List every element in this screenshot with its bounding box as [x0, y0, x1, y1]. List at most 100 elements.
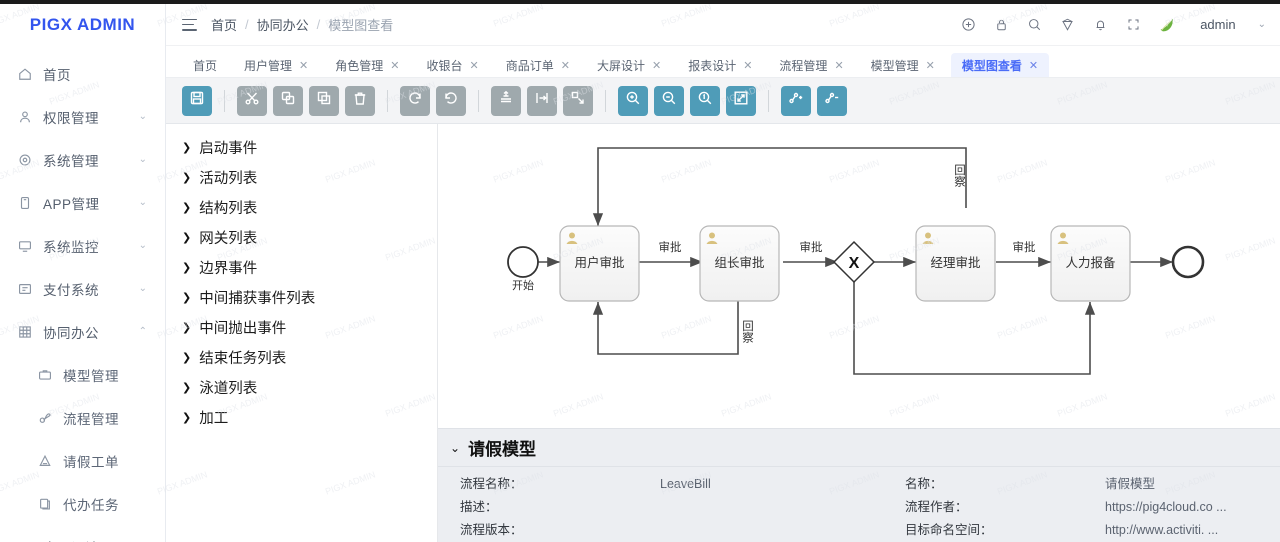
zoom-fit-icon — [733, 90, 749, 111]
tab-9[interactable]: 模型图查看✕ — [950, 53, 1050, 77]
breadcrumb-item-office[interactable]: 协同办公 — [256, 18, 309, 33]
close-icon[interactable]: ✕ — [925, 59, 935, 72]
close-icon[interactable]: ✕ — [743, 59, 753, 72]
tree-item-1[interactable]: ❯活动列表 — [166, 162, 437, 192]
chevron-right-icon[interactable]: ❯ — [182, 261, 192, 274]
tab-7[interactable]: 流程管理✕ — [768, 53, 854, 77]
close-icon[interactable]: ✕ — [834, 59, 844, 72]
redo-button[interactable] — [400, 85, 430, 116]
chevron-right-icon[interactable]: ❯ — [182, 171, 192, 184]
bpmn-diagram[interactable]: 开始 用户审批 组长审批 经理审批 — [438, 130, 1268, 430]
fullscreen-icon[interactable] — [1125, 17, 1141, 33]
zoom-fit-button[interactable] — [726, 85, 756, 116]
delete-button[interactable] — [345, 85, 375, 116]
lock-icon[interactable] — [993, 17, 1009, 33]
chevron-icon[interactable]: ⌄ — [138, 197, 147, 208]
close-icon[interactable]: ✕ — [651, 59, 662, 72]
start-event[interactable] — [507, 246, 539, 278]
close-icon[interactable]: ✕ — [560, 59, 570, 72]
tab-5[interactable]: 大屏设计✕ — [586, 53, 672, 77]
sidebar-item-9[interactable]: 请假工单 — [0, 439, 165, 482]
sidebar-item-6[interactable]: 协同办公⌃ — [0, 310, 165, 353]
tab-4[interactable]: 商品订单✕ — [495, 53, 581, 77]
tree-item-3[interactable]: ❯网关列表 — [166, 222, 437, 252]
sidebar-item-5[interactable]: 支付系统⌄ — [0, 267, 165, 310]
main-area: 首页 / 协同办公 / 模型图查看 admin ⌄ 首页用户管理✕ — [166, 0, 1280, 542]
chevron-right-icon[interactable]: ❯ — [182, 291, 192, 304]
tree-item-9[interactable]: ❯加工 — [166, 402, 437, 432]
task-node-3[interactable]: 经理审批 — [915, 225, 996, 302]
add-bendpoint-button[interactable] — [781, 85, 811, 116]
tab-1[interactable]: 用户管理✕ — [233, 53, 319, 77]
sidebar-item-7[interactable]: 模型管理 — [0, 353, 165, 396]
cut-button[interactable] — [237, 85, 267, 116]
zoom-in-icon — [625, 90, 641, 111]
chevron-icon[interactable]: ⌄ — [138, 111, 147, 122]
chevron-down-icon[interactable]: ⌄ — [1257, 19, 1266, 30]
tree-item-4[interactable]: ❯边界事件 — [166, 252, 437, 282]
gift-icon[interactable] — [1059, 17, 1075, 33]
chevron-down-icon[interactable]: ⌄ — [450, 440, 461, 455]
zoom-out-button[interactable] — [654, 85, 684, 116]
close-icon[interactable]: ✕ — [390, 59, 400, 72]
align-horizontal-button[interactable] — [527, 85, 557, 116]
chevron-icon[interactable]: ⌄ — [138, 240, 147, 251]
tree-item-0[interactable]: ❯启动事件 — [166, 132, 437, 162]
close-icon[interactable]: ✕ — [1028, 59, 1039, 72]
tree-item-8[interactable]: ❯泳道列表 — [166, 372, 437, 402]
tree-item-7[interactable]: ❯结束任务列表 — [166, 342, 437, 372]
chevron-icon[interactable]: ⌄ — [138, 283, 147, 294]
sidebar-item-2[interactable]: 系统管理⌄ — [0, 138, 165, 181]
sidebar-item-11[interactable]: 大屏设计 — [0, 525, 165, 542]
tab-bar: 首页用户管理✕角色管理✕收银台✕商品订单✕大屏设计✕报表设计✕流程管理✕模型管理… — [166, 46, 1280, 78]
resize-button[interactable] — [563, 85, 593, 116]
bell-icon[interactable] — [1092, 17, 1108, 33]
globe-icon[interactable] — [960, 17, 976, 33]
tab-6[interactable]: 报表设计✕ — [677, 53, 763, 77]
sidebar-item-0[interactable]: 首页 — [0, 52, 165, 95]
tree-item-2[interactable]: ❯结构列表 — [166, 192, 437, 222]
chevron-right-icon[interactable]: ❯ — [182, 411, 192, 424]
tree-item-6[interactable]: ❯中间抛出事件 — [166, 312, 437, 342]
chevron-right-icon[interactable]: ❯ — [182, 141, 192, 154]
tab-0[interactable]: 首页 — [182, 53, 228, 77]
copy-button[interactable] — [273, 85, 303, 116]
sidebar-item-1[interactable]: 权限管理⌄ — [0, 95, 165, 138]
chevron-right-icon[interactable]: ❯ — [182, 381, 192, 394]
breadcrumb-item-home[interactable]: 首页 — [211, 18, 238, 33]
task-node-2[interactable]: 组长审批 — [699, 225, 780, 302]
tab-3[interactable]: 收银台✕ — [415, 53, 489, 77]
sidebar-item-4[interactable]: 系统监控⌄ — [0, 224, 165, 267]
sidebar-item-10[interactable]: 代办任务 — [0, 482, 165, 525]
close-icon[interactable]: ✕ — [299, 59, 309, 72]
paste-button[interactable] — [309, 85, 339, 116]
chevron-icon[interactable]: ⌃ — [138, 326, 147, 337]
chevron-right-icon[interactable]: ❯ — [182, 351, 192, 364]
search-icon[interactable] — [1026, 17, 1042, 33]
undo-button[interactable] — [436, 85, 466, 116]
chevron-right-icon[interactable]: ❯ — [182, 231, 192, 244]
menu-collapse-icon[interactable] — [182, 18, 197, 31]
edge-label-reject: 回察 — [953, 164, 966, 187]
tab-2[interactable]: 角色管理✕ — [324, 53, 410, 77]
sidebar-item-8[interactable]: 流程管理 — [0, 396, 165, 439]
chevron-icon[interactable]: ⌄ — [138, 154, 147, 165]
diagram-canvas-wrap[interactable]: 开始 用户审批 组长审批 经理审批 — [438, 124, 1280, 542]
task-node-4[interactable]: 人力报备 — [1050, 225, 1131, 302]
end-event[interactable] — [1171, 245, 1205, 279]
tree-item-5[interactable]: ❯中间捕获事件列表 — [166, 282, 437, 312]
chevron-right-icon[interactable]: ❯ — [182, 321, 192, 334]
save-button[interactable] — [182, 85, 212, 116]
align-vertical-button[interactable] — [491, 85, 521, 116]
zoom-actual-button[interactable] — [690, 85, 720, 116]
detail-panel-header[interactable]: ⌄ 请假模型 — [438, 429, 1280, 467]
chevron-right-icon[interactable]: ❯ — [182, 201, 192, 214]
close-icon[interactable]: ✕ — [469, 59, 479, 72]
tab-8[interactable]: 模型管理✕ — [860, 53, 946, 77]
remove-bendpoint-button[interactable] — [817, 85, 847, 116]
avatar[interactable] — [1158, 16, 1176, 34]
sidebar-item-3[interactable]: APP管理⌄ — [0, 181, 165, 224]
task-node-1[interactable]: 用户审批 — [559, 225, 640, 302]
exclusive-gateway[interactable]: X — [832, 240, 876, 284]
zoom-in-button[interactable] — [618, 85, 648, 116]
